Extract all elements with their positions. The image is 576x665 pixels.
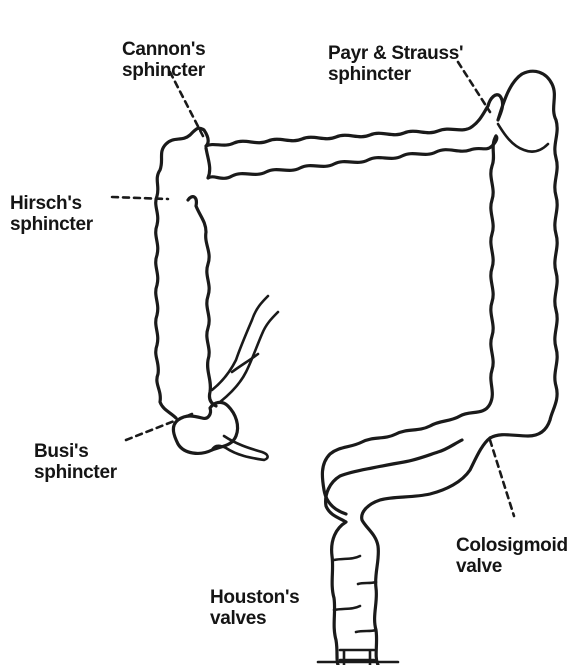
hirsch-leader	[112, 197, 168, 199]
anal-canal	[318, 650, 398, 665]
colon-inner-ascending	[188, 197, 216, 406]
payr-strauss-sphincter-label: Payr & Strauss'sphincter	[328, 22, 463, 106]
colon-inner-descending	[322, 136, 496, 514]
busi-leader	[126, 414, 192, 440]
colosigmoid-leader	[490, 440, 514, 516]
caecum-outline	[173, 402, 237, 453]
splenic-flexure-inner	[498, 124, 548, 152]
houston-valve-3	[334, 606, 360, 610]
houston-valve-1	[334, 556, 360, 560]
houston-valve-4	[356, 630, 376, 632]
sigmoid-outer-left	[326, 440, 462, 665]
colon-outer-outline	[156, 71, 557, 438]
houston-valve-2	[358, 582, 376, 584]
